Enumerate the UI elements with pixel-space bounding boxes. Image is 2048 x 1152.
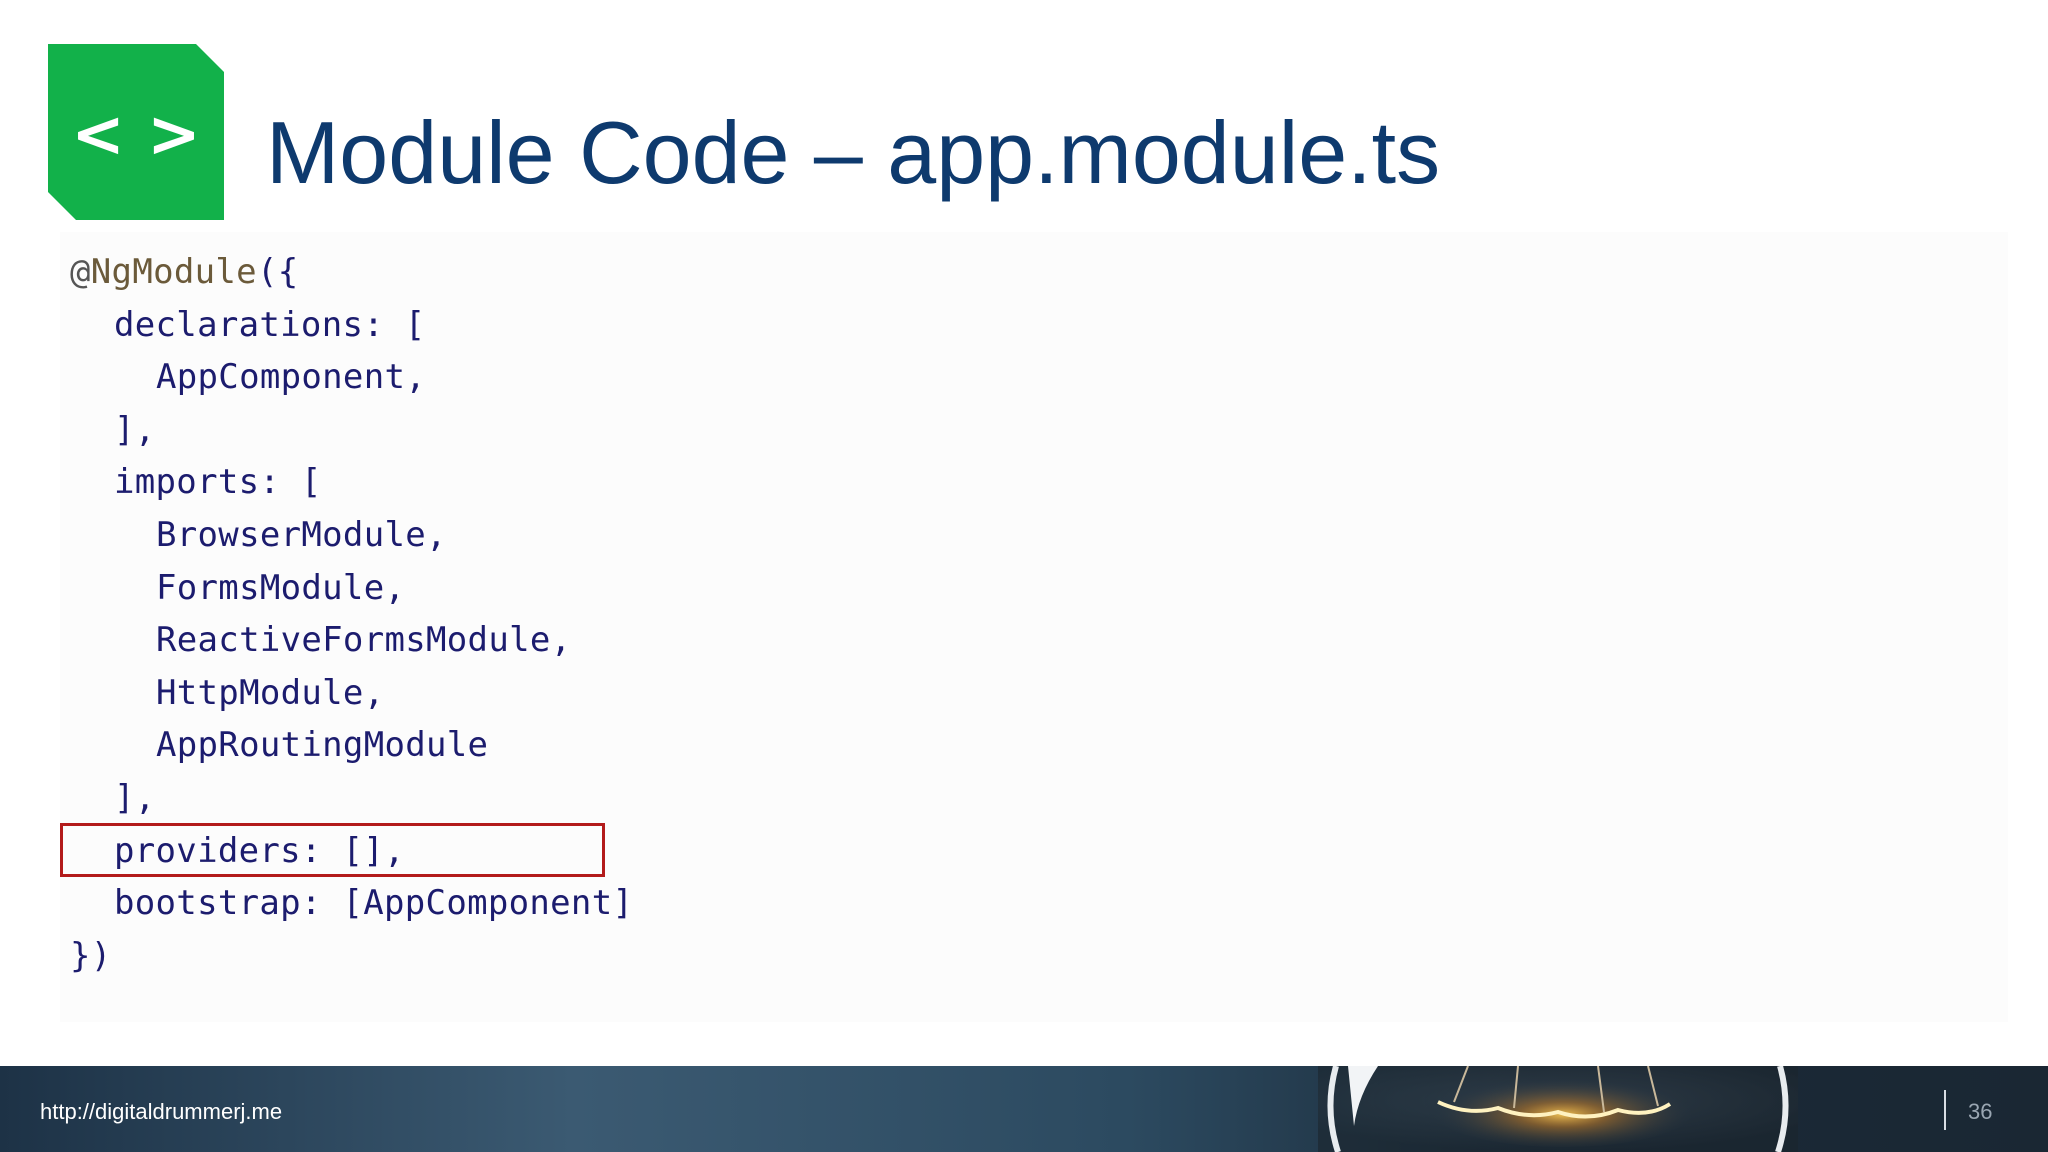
code-line: ReactiveFormsModule, bbox=[156, 620, 572, 661]
code-brackets-icon: < > bbox=[48, 44, 224, 220]
code-line: FormsModule, bbox=[156, 567, 406, 608]
code-line: bootstrap: [AppComponent] bbox=[114, 883, 634, 924]
decorator-name: NgModule bbox=[90, 252, 257, 292]
code-line: ], bbox=[114, 777, 156, 818]
lightbulb-image bbox=[1318, 1066, 1798, 1152]
code-line: imports: [ bbox=[114, 462, 322, 503]
svg-text:< >: < > bbox=[71, 98, 201, 172]
decorator-at: @ bbox=[70, 252, 91, 292]
code-line: declarations: [ bbox=[114, 304, 426, 345]
code-panel bbox=[60, 232, 2008, 1022]
slide-title: Module Code – app.module.ts bbox=[266, 103, 1441, 202]
footer-url[interactable]: http://digitaldrummerj.me bbox=[40, 1099, 283, 1124]
code-line-providers: providers: [], bbox=[114, 830, 405, 871]
code-line: AppComponent, bbox=[156, 357, 427, 398]
code-line: AppRoutingModule bbox=[156, 725, 489, 766]
footer-divider bbox=[1944, 1090, 1946, 1130]
code-line-decorator: @NgModule({ bbox=[70, 246, 633, 299]
decorator-open: ({ bbox=[256, 252, 299, 292]
page-number: 36 bbox=[1968, 1099, 1993, 1124]
providers-highlight-box bbox=[60, 823, 605, 877]
code-line: }) bbox=[70, 935, 112, 976]
code-line: ], bbox=[114, 409, 156, 450]
code-line: HttpModule, bbox=[156, 672, 385, 713]
code-line: BrowserModule, bbox=[156, 514, 447, 555]
footer-bar: http://digitaldrummerj.me 36 bbox=[0, 1066, 2048, 1152]
code-block: @NgModule({ declarations: [ AppComponent… bbox=[70, 246, 633, 982]
